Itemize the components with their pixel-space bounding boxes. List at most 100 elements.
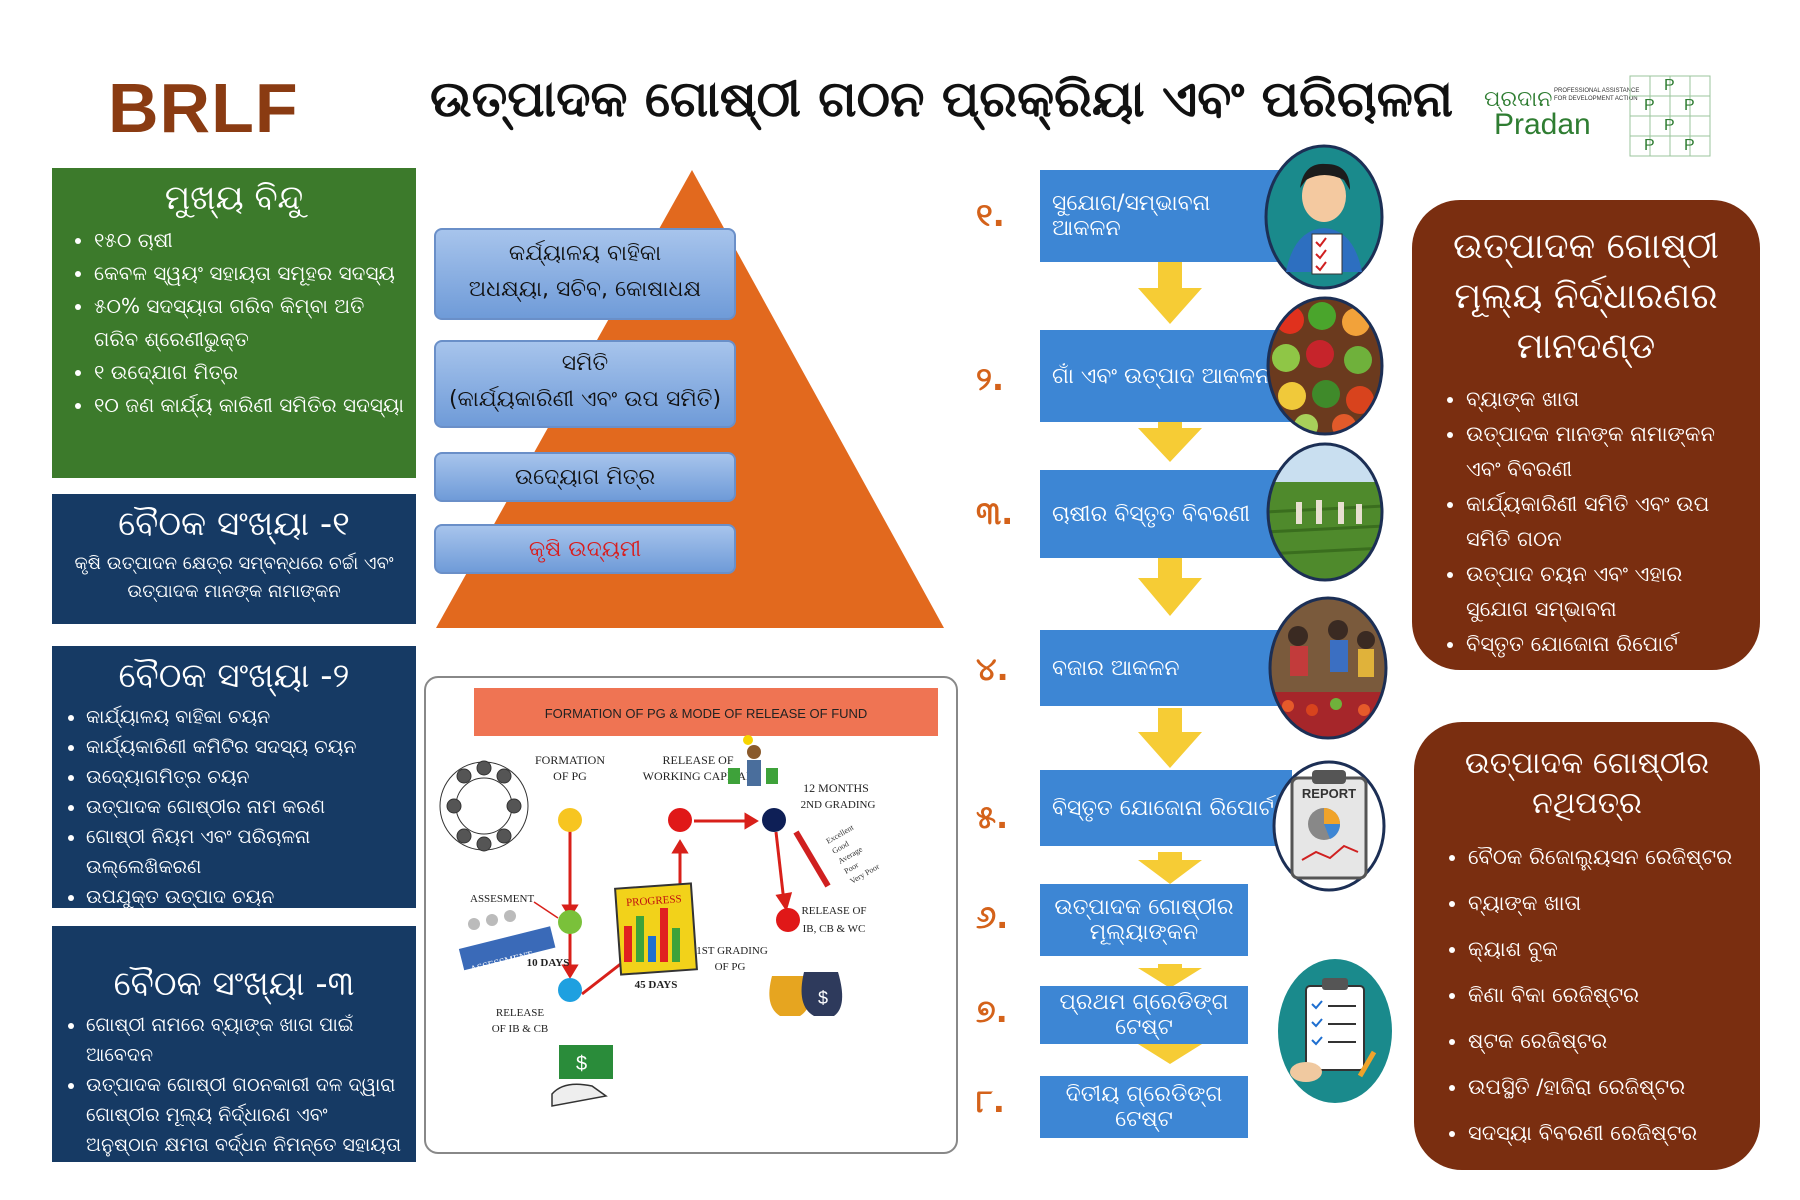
money-man-icon — [728, 735, 778, 786]
brand-logo: BRLF — [108, 69, 299, 147]
svg-text:P: P — [1684, 97, 1695, 114]
pradan-tagline-1: PROFESSIONAL ASSISTANCE — [1554, 88, 1639, 94]
formation-label-2: OF PG — [553, 769, 587, 783]
fund-flow-header — [474, 688, 938, 736]
svg-text:P: P — [1684, 137, 1695, 154]
checklist-icon: Excellent Good Average Poor Very Poor — [793, 822, 881, 888]
step-number: ୬. — [976, 898, 1009, 936]
list-item: କ୍ୟାଶ ବୁକ — [1468, 926, 1736, 972]
list-item: କାର୍ଯ୍ୟାଳୟ ବାହିକା ଚୟନ — [86, 702, 404, 732]
svg-text:P: P — [1644, 137, 1655, 154]
second-grading-node — [762, 808, 786, 832]
key-points-list: ୧୫୦ ଚାଷୀ କେବଳ ସ୍ୱୟଂ ସହାୟତା ସମୂହର ସଦସ୍ୟ ୫… — [64, 224, 404, 422]
tier-1-label: କର୍ଯ୍ୟାଳୟ ବାହିକା — [508, 241, 662, 266]
crowd-icon — [439, 760, 529, 852]
documents-title: ଉତ୍ପାଦକ ଗୋଷ୍ଠୀର ନଥିପତ୍ର — [1464, 746, 1710, 821]
documents-box: ଉତ୍ପାଦକ ଗୋଷ୍ଠୀର ନଥିପତ୍ର ବୈଠକ ରିଜୋଲ୍ୟୁସନ … — [1414, 722, 1760, 1170]
pyramid-tier-office-bearers: କର୍ଯ୍ୟାଳୟ ବାହିକା ଅଧକ୍ଷ୍ୟା, ସଚିବ, କୋଷାଧକ୍… — [434, 228, 736, 320]
step-number: ୨. — [976, 360, 1005, 398]
valuation-criteria-list: ବ୍ୟାଙ୍କ ଖାତା ଉତ୍ପାଦକ ମାନଙ୍କ ନାମାଙ୍କନ ଏବଂ… — [1436, 382, 1736, 662]
forty-five-days-label: 45 DAYS — [635, 979, 678, 991]
list-item: କିଣା ବିକା ରେଜିଷ୍ଟର — [1468, 972, 1736, 1018]
pyramid-tier-krushi-udyami: କୃଷି ଉଦ୍ୟମୀ — [434, 524, 736, 574]
pradan-logo: ପ୍ରଦାନ Pradan PROFESSIONAL ASSISTANCE FO… — [1484, 75, 1711, 157]
list-item: ଉତ୍ପାଦକ ଗୋଷ୍ଠୀ ଗଠନକାରୀ ଦଳ ଦ୍ୱାରା ଗୋଷ୍ଠୀର… — [86, 1070, 404, 1190]
list-item: ବ୍ୟାଙ୍କ ଖାତା — [1466, 382, 1736, 417]
list-item: ଉପସ୍ଥିତି /ହାଜିରା ରେଜିଷ୍ଟର — [1468, 1064, 1736, 1110]
list-item: କାର୍ଯ୍ୟକାରିଣୀ କମିଟିର ସଦସ୍ୟ ଚୟନ — [86, 732, 404, 762]
release-wc-label-1: RELEASE OF — [662, 753, 733, 767]
list-item: ଉତ୍ପାଦକ ମାନଙ୍କ ନାମାଙ୍କନ ଏବଂ ବିବରଣୀ — [1466, 417, 1736, 487]
report-icon: REPORT — [1272, 760, 1386, 892]
fund-flow-title: FORMATION OF PG & MODE OF RELEASE OF FUN… — [545, 706, 868, 721]
progress-board-text: PROGRESS — [626, 893, 682, 909]
meeting-2-box: ବୈଠକ ସଂଖ୍ୟା -୨ କାର୍ଯ୍ୟାଳୟ ବାହିକା ଚୟନ କାର… — [52, 646, 416, 908]
list-item: ଷ୍ଟକ ରେଜିଷ୍ଟର — [1468, 1018, 1736, 1064]
farm-field-icon — [1266, 442, 1384, 582]
list-item: ଉତ୍ପାଦକ ଗୋଷ୍ଠୀର ନାମ କରଣ — [86, 792, 404, 822]
fund-flow-diagram: FORMATION OF PG & MODE OF RELEASE OF FUN… — [439, 688, 938, 1107]
tier-2-sublabel: (କାର୍ଯ୍ୟକାରିଣୀ ଏବଂ ଉପ ସମିତି) — [448, 387, 722, 412]
list-item: ଗୋଷ୍ଠୀ ନିୟମ ଏବଂ ପରିଚାଳନା ଉଲ୍ଲେଖିକରଣ — [86, 822, 404, 882]
list-item: ବ୍ୟାଙ୍କ ଖାତା — [1468, 880, 1736, 926]
meeting-2-list: କାର୍ଯ୍ୟାଳୟ ବାହିକା ଚୟନ କାର୍ଯ୍ୟକାରିଣୀ କମିଟ… — [64, 702, 404, 912]
step-second-grading-test: ଦିତୀୟ ଗ୍ରେଡିଙ୍ଗ ଟେଷ୍ଟ — [1040, 1076, 1248, 1138]
second-grading-label: 2ND GRADING — [801, 799, 876, 811]
step-number: ୫. — [976, 798, 1009, 836]
tier-2-label: ସମିତି — [561, 351, 609, 376]
steps-arrows — [1138, 252, 1202, 1064]
list-item: କେବଳ ସ୍ୱୟଂ ସହାୟତା ସମୂହର ସଦସ୍ୟ — [94, 257, 404, 290]
consultant-icon — [1264, 144, 1384, 290]
step-number: ୪. — [976, 650, 1009, 688]
documents-list: ବୈଠକ ରିଜୋଲ୍ୟୁସନ ରେଜିଷ୍ଟର ବ୍ୟାଙ୍କ ଖାତା କ୍… — [1438, 834, 1736, 1156]
step-number: ୭. — [976, 992, 1008, 1030]
list-item: ଗୋଷ୍ଠୀ ନାମରେ ବ୍ୟାଙ୍କ ଖାତା ପାଇଁ ଆବେଦନ — [86, 1010, 404, 1070]
step-pg-evaluation: ଉତ୍ପାଦକ ଗୋଷ୍ଠୀର ମୂଲ୍ୟାଙ୍କନ — [1040, 884, 1248, 956]
meeting-1-title: ବୈଠକ ସଂଖ୍ୟା -୧ — [118, 504, 350, 544]
assessment-node — [558, 910, 582, 934]
list-item: ୫୦% ସଦସ୍ୟାତା ଗରିବ କିମ୍ବା ଅତି ଗରିବ ଶ୍ରେଣୀ… — [94, 290, 404, 356]
meeting-1-box: ବୈଠକ ସଂଖ୍ୟା -୧ କୃଷି ଉତ୍ପାଦନ କ୍ଷେତ୍ର ସମ୍ବ… — [52, 494, 416, 624]
clipboard-icon — [1278, 959, 1392, 1103]
list-item: ବିସ୍ତୃତ ଯୋଜୋନା ରିପୋର୍ଟ — [1466, 627, 1736, 662]
step-detailed-project-report: ବିସ୍ତୃତ ଯୋଜୋନା ରିପୋର୍ଟ — [1040, 770, 1292, 846]
step-market-assessment: ବଜାର ଆକଳନ — [1040, 630, 1292, 706]
pradan-logo-text: Pradan — [1494, 108, 1591, 141]
release-ibcb-node — [558, 978, 582, 1002]
market-icon — [1268, 596, 1388, 740]
step-number: ୮. — [976, 1082, 1005, 1120]
formation-node — [558, 808, 582, 832]
first-grading-sublabel: OF PG — [715, 961, 746, 973]
pyramid-tier-committee: ସମିତି (କାର୍ଯ୍ୟକାରିଣୀ ଏବଂ ଉପ ସମିତି) — [434, 340, 736, 428]
tier-1-sublabel: ଅଧକ୍ଷ୍ୟା, ସଚିବ, କୋଷାଧକ୍ଷ — [468, 277, 702, 302]
meeting-3-box: ବୈଠକ ସଂଖ୍ୟା -୩ ଗୋଷ୍ଠୀ ନାମରେ ବ୍ୟାଙ୍କ ଖାତା… — [52, 926, 416, 1186]
svg-text:$: $ — [818, 988, 828, 1008]
formation-label-1: FORMATION — [535, 753, 605, 767]
svg-text:P: P — [1664, 77, 1675, 94]
months-label: 12 MONTHS — [803, 781, 869, 795]
step-opportunity-assessment: ସୁଯୋଗ/ସମ୍ଭାବନା ଆକଳନ — [1040, 170, 1292, 262]
list-item: ଉତ୍ପାଦ ଚୟନ ଏବଂ ଏହାର ସୁଯୋଗ ସମ୍ଭାବନା — [1466, 557, 1736, 627]
svg-text:P: P — [1664, 117, 1675, 134]
list-item: ଉପଯୁକ୍ତ ଉତ୍ପାଦ ଚୟନ — [86, 882, 404, 912]
step-arrow-group — [1138, 252, 1202, 1064]
list-item: ବୈଠକ ରିଜୋଲ୍ୟୁସନ ରେଜିଷ୍ଟର — [1468, 834, 1736, 880]
release-final-label-2: IB, CB & WC — [803, 923, 866, 935]
valuation-criteria-box: ଉତ୍ପାଦକ ଗୋଷ୍ଠୀ ମୂଲ୍ୟ ନିର୍ଦ୍ଧାରଣର ମାନଦଣ୍ଡ… — [1412, 200, 1760, 670]
release-final-label-1: RELEASE OF — [801, 905, 866, 917]
meeting-2-title: ବୈଠକ ସଂଖ୍ୟା -୨ — [118, 656, 350, 696]
svg-text:$: $ — [576, 1053, 587, 1075]
report-label: REPORT — [1302, 786, 1356, 801]
list-item: ୧୫୦ ଚାଷୀ — [94, 224, 404, 257]
step-number: ୩. — [976, 494, 1014, 532]
release-ibcb-label-1: RELEASE — [496, 1007, 545, 1019]
key-points-title: ମୁଖ୍ୟ ବିନ୍ଦୁ — [164, 178, 304, 218]
release-wc-label-2: WORKING CAPITAL — [643, 769, 754, 783]
list-item: ୧୦ ଜଣ କାର୍ଯ୍ୟ କାରିଣୀ ସମିତିର ସଦସ୍ୟା — [94, 389, 404, 422]
step-village-product-assessment: ଗାଁ ଏବଂ ଉତ୍ପାଦ ଆକଳନ — [1040, 330, 1292, 422]
pradan-grid-icon — [1629, 75, 1711, 157]
pradan-tagline-2: FOR DEVELOPMENT ACTION — [1554, 96, 1638, 102]
meeting-1-text: କୃଷି ଉତ୍ପାଦନ କ୍ଷେତ୍ର ସମ୍ବନ୍ଧରେ ଚର୍ଚ୍ଚା ଏ… — [74, 553, 394, 602]
pyramid-tier-udyog-mitra: ଉଦ୍ୟୋଗ ମିତ୍ର — [434, 452, 736, 502]
